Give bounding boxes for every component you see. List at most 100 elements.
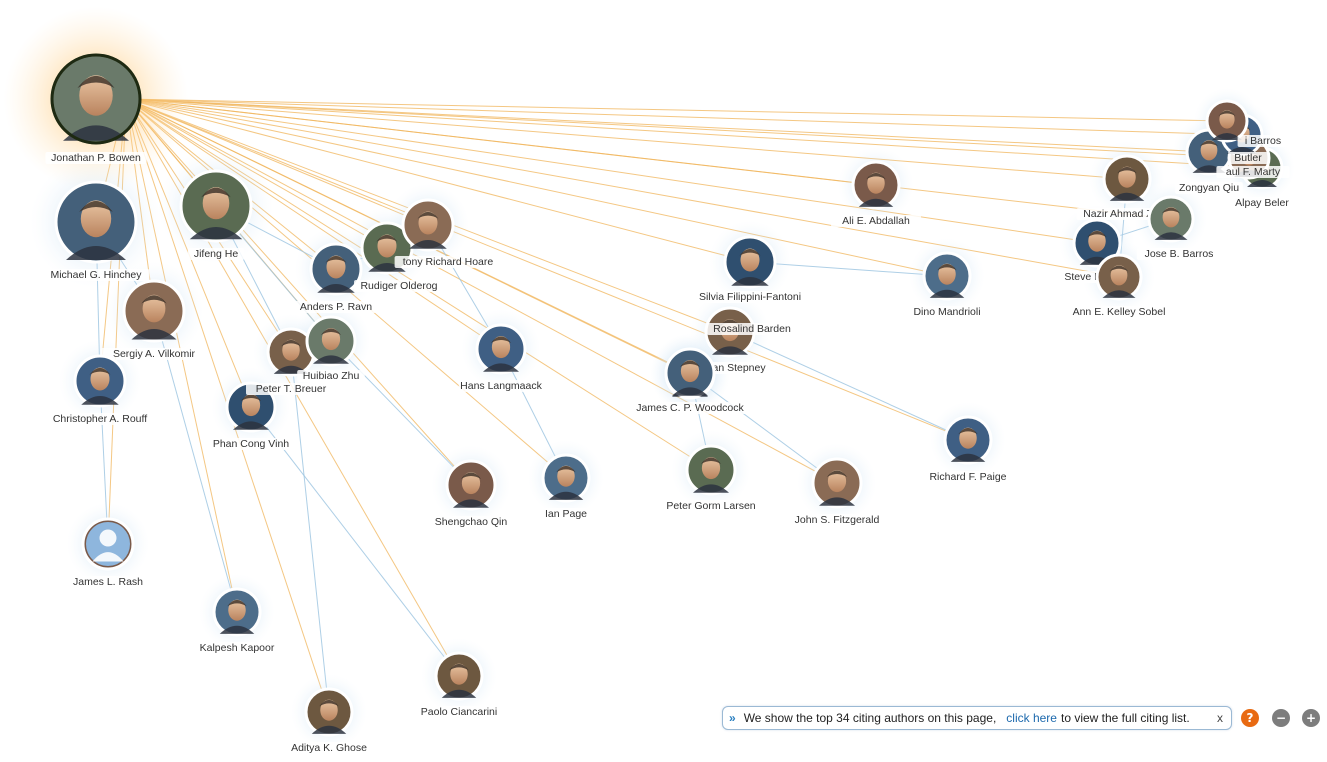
coauthor-edge	[250, 406, 460, 677]
author-name-label: Michael G. Hinchey	[50, 269, 142, 281]
author-name-label: Ann E. Kelley Sobel	[1073, 306, 1166, 318]
author-node-john-s-fitzgerald[interactable]: John S. Fitzgerald	[783, 457, 891, 526]
coauthor-edge	[153, 310, 238, 613]
label-background	[1136, 248, 1222, 260]
label-background	[42, 269, 150, 281]
label-background	[297, 370, 365, 382]
label-background	[707, 323, 797, 335]
author-name-label: Paolo Ciancarini	[421, 706, 497, 718]
citation-edge-richard-f-paige	[125, 98, 969, 441]
author-name-label: Peter Gorm Larsen	[666, 500, 755, 512]
author-name-label: James L. Rash	[73, 576, 143, 588]
author-name-label: Phan Cong Vinh	[213, 438, 289, 450]
label-background	[920, 471, 1016, 483]
author-node-zongyan-qiu[interactable]: Zongyan Qiu	[1175, 128, 1243, 194]
label-background	[1228, 152, 1268, 164]
author-name-label: Hans Langmaack	[460, 380, 542, 392]
citation-edge-barros	[125, 98, 1228, 122]
label-background	[41, 413, 159, 425]
author-node-rosalind-barden[interactable]: Rosalind Barden	[704, 306, 797, 358]
author-node-sergiy-a-vilkomir[interactable]: Sergiy A. Vilkomir	[100, 279, 208, 360]
author-node-dino-mandrioli[interactable]: Dino Mandrioli	[904, 251, 990, 318]
citing-info-bar: » We show the top 34 citing authors on t…	[722, 706, 1232, 730]
author-node-peter-t-breuer[interactable]: Peter T. Breuer	[246, 327, 336, 395]
author-name-label: Jifeng He	[194, 248, 239, 260]
label-background	[100, 348, 208, 360]
author-name-label: Rosalind Barden	[713, 323, 791, 335]
coauthor-edge	[729, 331, 969, 441]
label-background	[540, 508, 592, 520]
label-background	[284, 742, 374, 754]
label-background	[1216, 166, 1290, 178]
author-name-label: James C. P. Woodcock	[636, 402, 744, 414]
author-node-michael-g-hinchey[interactable]: Michael G. Hinchey	[42, 180, 150, 281]
label-background	[458, 380, 544, 392]
label-background	[1062, 306, 1176, 318]
label-background	[187, 248, 245, 260]
author-node-jose-b-barros[interactable]: Jose B. Barros	[1136, 195, 1222, 260]
author-node-barros[interactable]: i Barros	[1205, 99, 1289, 147]
citation-edge-hans-langmaack	[125, 98, 502, 350]
full-citing-list-link[interactable]: click here	[1006, 711, 1057, 725]
author-node-silvia-filippini-fantoni[interactable]: Silvia Filippini-Fantoni	[679, 235, 821, 303]
author-node-ann-e-kelley-sobel[interactable]: Ann E. Kelley Sobel	[1062, 253, 1176, 318]
label-background	[394, 256, 502, 268]
author-name-label: Ian Page	[545, 508, 587, 520]
citation-edge-alpay-beler	[125, 98, 1263, 169]
label-background	[246, 383, 336, 395]
citation-edge-steve-reeves	[125, 98, 1098, 244]
help-icon[interactable]: ?	[1241, 709, 1259, 727]
label-background	[1175, 182, 1243, 194]
author-name-label: Shengchao Qin	[435, 516, 508, 528]
citation-edge-dino-mandrioli	[125, 98, 948, 277]
author-name-label: Kalpesh Kapoor	[200, 642, 275, 654]
label-background	[411, 706, 507, 718]
author-name-label: i Barros	[1245, 135, 1281, 147]
zoom-out-button[interactable]: −	[1272, 709, 1290, 727]
author-node-jonathan-p-bowen[interactable]: Jonathan P. Bowen	[45, 53, 147, 164]
label-background	[68, 576, 148, 588]
author-node-christopher-a-rouff[interactable]: Christopher A. Rouff	[41, 354, 159, 425]
author-node-kalpesh-kapoor[interactable]: Kalpesh Kapoor	[194, 587, 280, 654]
citation-edge-zongyan-qiu	[125, 98, 1210, 153]
author-node-peter-gorm-larsen[interactable]: Peter Gorm Larsen	[660, 444, 762, 512]
author-node-ali-e-abdallah[interactable]: Ali E. Abdallah	[831, 160, 921, 227]
author-node-paolo-ciancarini[interactable]: Paolo Ciancarini	[411, 651, 507, 718]
author-name-label: Jonathan P. Bowen	[51, 152, 141, 164]
close-icon[interactable]: x	[1217, 711, 1223, 725]
label-background	[293, 301, 379, 313]
author-name-label: Jose B. Barros	[1145, 248, 1214, 260]
label-background	[45, 152, 147, 164]
author-name-label: Alpay Beler	[1235, 197, 1289, 209]
author-node-james-c-p-woodcock[interactable]: James C. P. Woodcock	[631, 347, 749, 414]
info-text: We show the top 34 citing authors on thi…	[743, 711, 997, 725]
citation-edge-butler	[125, 98, 1243, 136]
citation-edge-nazir-ahmad-zafar	[125, 98, 1128, 180]
citation-edge-paul-f-marty	[125, 98, 1250, 159]
author-name-label: Sergiy A. Vilkomir	[113, 348, 196, 360]
author-name-label: Rudiger Olderog	[360, 280, 437, 292]
author-node-hans-langmaack[interactable]: Hans Langmaack	[458, 323, 544, 392]
info-text-suffix: to view the full citing list.	[1060, 711, 1190, 725]
author-node-james-l-rash[interactable]: James L. Rash	[68, 517, 148, 588]
author-name-label: Dino Mandrioli	[913, 306, 980, 318]
author-name-label: John S. Fitzgerald	[795, 514, 880, 526]
label-background	[1228, 197, 1296, 209]
author-node-richard-f-paige[interactable]: Richard F. Paige	[920, 415, 1016, 483]
label-background	[431, 516, 511, 528]
label-background	[660, 500, 762, 512]
author-node-anders-p-ravn[interactable]: Anders P. Ravn	[293, 242, 379, 313]
zoom-in-button[interactable]: +	[1302, 709, 1320, 727]
author-name-label: Zongyan Qiu	[1179, 182, 1239, 194]
author-node-ian-page[interactable]: Ian Page	[540, 453, 592, 520]
author-node-antony-richard-hoare[interactable]: tony Richard Hoare	[394, 198, 502, 268]
expand-chevron-icon[interactable]: »	[729, 711, 736, 725]
author-node-shengchao-qin[interactable]: Shengchao Qin	[431, 459, 511, 528]
author-node-huibiao-zhu[interactable]: Huibiao Zhu	[297, 315, 365, 382]
label-background	[354, 280, 444, 292]
author-name-label: Ali E. Abdallah	[842, 215, 910, 227]
author-node-jifeng-he[interactable]: Jifeng He	[179, 169, 253, 260]
author-node-aditya-k-ghose[interactable]: Aditya K. Ghose	[284, 687, 374, 754]
author-name-label: tony Richard Hoare	[403, 256, 494, 268]
